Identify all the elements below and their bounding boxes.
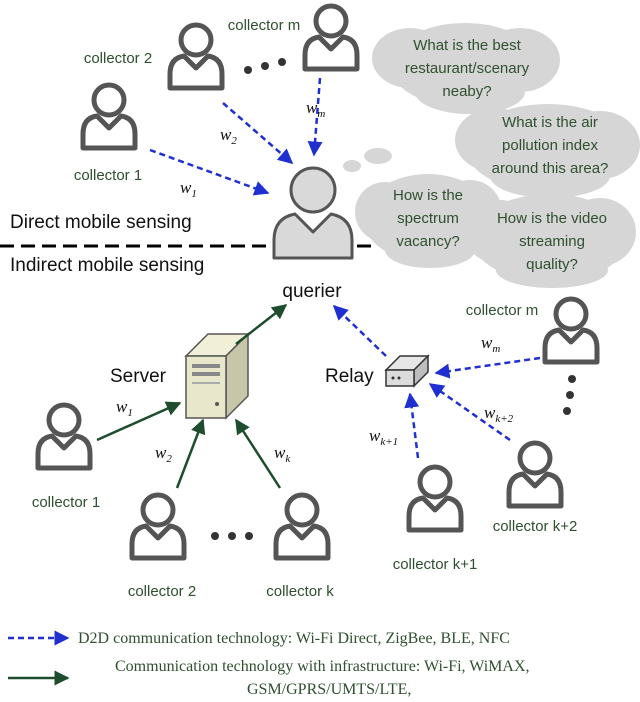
arrow-relay-wk1 [404, 392, 420, 459]
server-icon [184, 332, 250, 420]
arrow-server-w1 [96, 401, 182, 442]
weight-server-w1: w1 [116, 397, 133, 419]
server-collector-2-icon [132, 495, 184, 558]
cloud-3-line-1: How is the [393, 187, 463, 204]
relay-collector-m-icon [545, 299, 597, 362]
server-collector-k-icon [276, 495, 328, 558]
server-label: Server [110, 366, 167, 387]
cloud-4-line-3: quality? [526, 256, 578, 273]
cloud-3-line-3: vacancy? [396, 233, 459, 250]
arrow-server-to-querier [235, 304, 288, 345]
cloud-4-line-2: streaming [519, 233, 585, 250]
direct-collector-m-icon [305, 6, 357, 69]
relay-collector-k2-label: collector k+2 [493, 518, 578, 535]
weight-relay-wm: wm [481, 333, 500, 355]
ellipsis-dots-right [563, 375, 576, 415]
cloud-1-line-1: What is the best [413, 37, 521, 54]
ellipsis-dots-top [244, 58, 286, 74]
relay-label: Relay [325, 366, 374, 387]
arrow-server-wk [234, 418, 282, 489]
legend-infra-text-line-2: GSM/GPRS/UMTS/LTE, [247, 681, 411, 698]
arrow-relay-to-querier [332, 304, 387, 357]
cloud-2-line-1: What is the air [502, 114, 598, 131]
cloud-2-line-2: pollution index [502, 137, 598, 154]
cloud-1-line-2: restaurant/scenary [405, 60, 530, 77]
direct-collector-2-label: collector 2 [84, 50, 152, 67]
server-collector-1-icon [38, 405, 90, 468]
relay-collector-k1-label: collector k+1 [393, 556, 478, 573]
relay-collector-k1-icon [409, 467, 461, 530]
legend-d2d-text: D2D communication technology: Wi-Fi Dire… [78, 630, 510, 647]
arrow-relay-wm [434, 356, 541, 379]
weight-direct-wm: wm [306, 98, 325, 120]
querier-icon [272, 166, 354, 260]
legend: D2D communication technology: Wi-Fi Dire… [8, 630, 530, 698]
direct-collector-m-label: collector m [228, 17, 301, 34]
cloud-text: What is the best restaurant/scenary neab… [393, 37, 608, 273]
weight-direct-w1: w1 [180, 178, 197, 200]
direct-collector-1-icon [83, 85, 135, 148]
cloud-1 [372, 23, 560, 114]
arrow-direct-w1 [149, 148, 270, 196]
question-clouds [343, 23, 640, 288]
cloud-4-line-1: How is the video [497, 210, 607, 227]
direct-collector-2-icon [170, 25, 222, 88]
weight-relay-wk1: wk+1 [369, 426, 398, 448]
arrow-direct-w2 [222, 102, 294, 164]
cloud-2-line-3: around this area? [492, 160, 609, 177]
arrow-server-w2 [175, 418, 206, 489]
server-collector-k-label: collector k [266, 583, 334, 600]
querier-label: querier [282, 281, 342, 302]
weight-server-w2: w2 [155, 443, 172, 465]
weight-direct-w2: w2 [220, 125, 237, 147]
thought-bubble-small [343, 160, 361, 172]
ellipsis-dots-bottom [211, 532, 253, 540]
cloud-2 [455, 104, 640, 198]
cloud-1-line-3: neaby? [442, 83, 491, 100]
relay-collector-m-label: collector m [466, 302, 539, 319]
direct-collector-1-label: collector 1 [74, 167, 142, 184]
indirect-sensing-label: Indirect mobile sensing [10, 255, 204, 276]
server-collector-1-label: collector 1 [32, 494, 100, 511]
arrow-relay-wk2 [428, 382, 511, 442]
arrow-direct-wm [307, 77, 323, 157]
weight-server-wk: wk [274, 443, 291, 465]
thought-bubble-large [364, 148, 392, 164]
legend-infra-text-line-1: Communication technology with infrastruc… [115, 658, 530, 675]
cloud-4 [464, 194, 636, 288]
weight-relay-wk2: wk+2 [484, 403, 514, 425]
cloud-3-line-2: spectrum [397, 210, 459, 227]
relay-icon [384, 354, 430, 388]
server-collector-2-label: collector 2 [128, 583, 196, 600]
relay-collector-k2-icon [509, 443, 561, 506]
direct-sensing-label: Direct mobile sensing [10, 212, 192, 233]
